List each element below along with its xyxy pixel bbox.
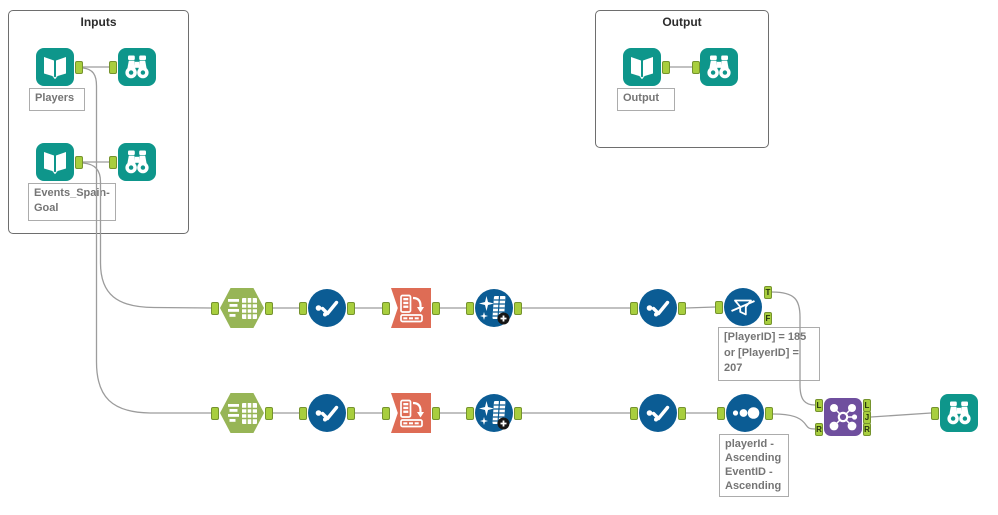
output-container[interactable]: Output: [595, 10, 769, 148]
filter-annotation[interactable]: [PlayerID] = 185 or [PlayerID] = 207: [718, 327, 820, 381]
transpose1-input-anchor[interactable]: [382, 301, 390, 315]
list-table-icon: [220, 288, 264, 328]
filter-true-anchor-label: T: [765, 287, 771, 297]
check-dots-icon: [308, 289, 346, 327]
browse-final-input-anchor[interactable]: [931, 406, 939, 420]
tool-parse-1[interactable]: [220, 288, 264, 328]
tool-transpose-1[interactable]: [391, 288, 431, 328]
select3-output-anchor[interactable]: [347, 406, 355, 420]
parse1-input-anchor[interactable]: [211, 301, 219, 315]
tool-output-file[interactable]: [623, 48, 661, 86]
tool-select-3[interactable]: [308, 394, 346, 432]
select2-output-anchor[interactable]: [678, 301, 686, 315]
transpose1-output-anchor[interactable]: [432, 301, 440, 315]
book-icon: [623, 48, 661, 86]
filter-true-anchor[interactable]: T: [764, 285, 772, 299]
tool-browse-final[interactable]: [940, 394, 978, 432]
tool-formula-2[interactable]: [475, 394, 513, 432]
browse-players-input-anchor[interactable]: [109, 60, 117, 74]
formula1-output-anchor[interactable]: [514, 301, 522, 315]
sort-output-anchor[interactable]: [765, 406, 773, 420]
browse-events-input-anchor[interactable]: [109, 155, 117, 169]
tool-transpose-2[interactable]: [391, 393, 431, 433]
tool-browse-players[interactable]: [118, 48, 156, 86]
tool-input-data-players[interactable]: [36, 48, 74, 86]
select3-input-anchor[interactable]: [299, 406, 307, 420]
check-dots-icon: [639, 394, 677, 432]
binoculars-icon: [118, 143, 156, 181]
sparkle-column-plus-icon: [475, 394, 513, 432]
book-icon: [36, 48, 74, 86]
transpose2-input-anchor[interactable]: [382, 406, 390, 420]
check-dots-icon: [639, 289, 677, 327]
events-output-anchor[interactable]: [75, 155, 83, 169]
sparkle-column-plus-icon: [475, 289, 513, 327]
tool-select-4[interactable]: [639, 394, 677, 432]
join-left-output-label: L: [864, 400, 870, 410]
tool-input-data-events[interactable]: [36, 143, 74, 181]
molecule-icon: [824, 398, 862, 436]
wire-mid-5[interactable]: [685, 306, 716, 309]
players-output-anchor[interactable]: [75, 60, 83, 74]
filter-false-anchor[interactable]: F: [764, 311, 772, 325]
tool-formula-1[interactable]: [475, 289, 513, 327]
transpose2-output-anchor[interactable]: [432, 406, 440, 420]
binoculars-icon: [940, 394, 978, 432]
output-container-title: Output: [662, 15, 702, 29]
binoculars-icon: [700, 48, 738, 86]
list-table-icon: [220, 393, 264, 433]
tool-browse-output[interactable]: [700, 48, 738, 86]
join-join-output-label: J: [864, 412, 870, 422]
parse2-input-anchor[interactable]: [211, 406, 219, 420]
wire-events-to-middle-row[interactable]: [82, 162, 212, 309]
select1-output-anchor[interactable]: [347, 301, 355, 315]
output-label[interactable]: Output: [617, 88, 675, 111]
funnel-icon: [724, 288, 762, 326]
tool-browse-events[interactable]: [118, 143, 156, 181]
tool-join[interactable]: [824, 398, 862, 436]
tool-filter[interactable]: [724, 288, 762, 326]
select4-output-anchor[interactable]: [678, 406, 686, 420]
inputs-container-title: Inputs: [80, 15, 117, 29]
browse-output-input-anchor[interactable]: [692, 60, 700, 74]
wire-sort-to-join-right[interactable]: [772, 413, 816, 430]
join-left-input-label: L: [816, 400, 822, 410]
tool-select-1[interactable]: [308, 289, 346, 327]
select2-input-anchor[interactable]: [630, 301, 638, 315]
parse2-output-anchor[interactable]: [265, 406, 273, 420]
formula2-output-anchor[interactable]: [514, 406, 522, 420]
formula1-input-anchor[interactable]: [466, 301, 474, 315]
join-right-output-label: R: [864, 424, 870, 434]
tool-sort[interactable]: [726, 394, 764, 432]
join-right-input-label: R: [816, 424, 822, 434]
three-dots-icon: [726, 394, 764, 432]
players-label[interactable]: Players: [29, 88, 85, 111]
wire-players-to-bottom-row[interactable]: [82, 67, 211, 414]
binoculars-icon: [118, 48, 156, 86]
events-label[interactable]: Events_Spain- Goal: [28, 183, 116, 221]
select1-input-anchor[interactable]: [299, 301, 307, 315]
join-join-output-anchor[interactable]: J: [863, 410, 871, 424]
join-left-input-anchor[interactable]: L: [815, 398, 823, 412]
pivot-arrow-icon: [391, 393, 431, 433]
pivot-arrow-icon: [391, 288, 431, 328]
book-icon: [36, 143, 74, 181]
filter-false-anchor-label: F: [765, 313, 771, 323]
filter-input-anchor[interactable]: [715, 300, 723, 314]
tool-parse-2[interactable]: [220, 393, 264, 433]
wire-filter-true-to-join-left[interactable]: [771, 291, 816, 406]
select4-input-anchor[interactable]: [630, 406, 638, 420]
check-dots-icon: [308, 394, 346, 432]
formula2-input-anchor[interactable]: [466, 406, 474, 420]
join-left-output-anchor[interactable]: L: [863, 398, 871, 412]
sort-annotation[interactable]: playerId - Ascending EventID - Ascending: [719, 434, 789, 497]
join-right-output-anchor[interactable]: R: [863, 422, 871, 436]
wire-join-to-browse[interactable]: [870, 412, 932, 418]
sort-input-anchor[interactable]: [717, 406, 725, 420]
join-right-input-anchor[interactable]: R: [815, 422, 823, 436]
tool-select-2[interactable]: [639, 289, 677, 327]
parse1-output-anchor[interactable]: [265, 301, 273, 315]
output-file-output-anchor[interactable]: [662, 60, 670, 74]
